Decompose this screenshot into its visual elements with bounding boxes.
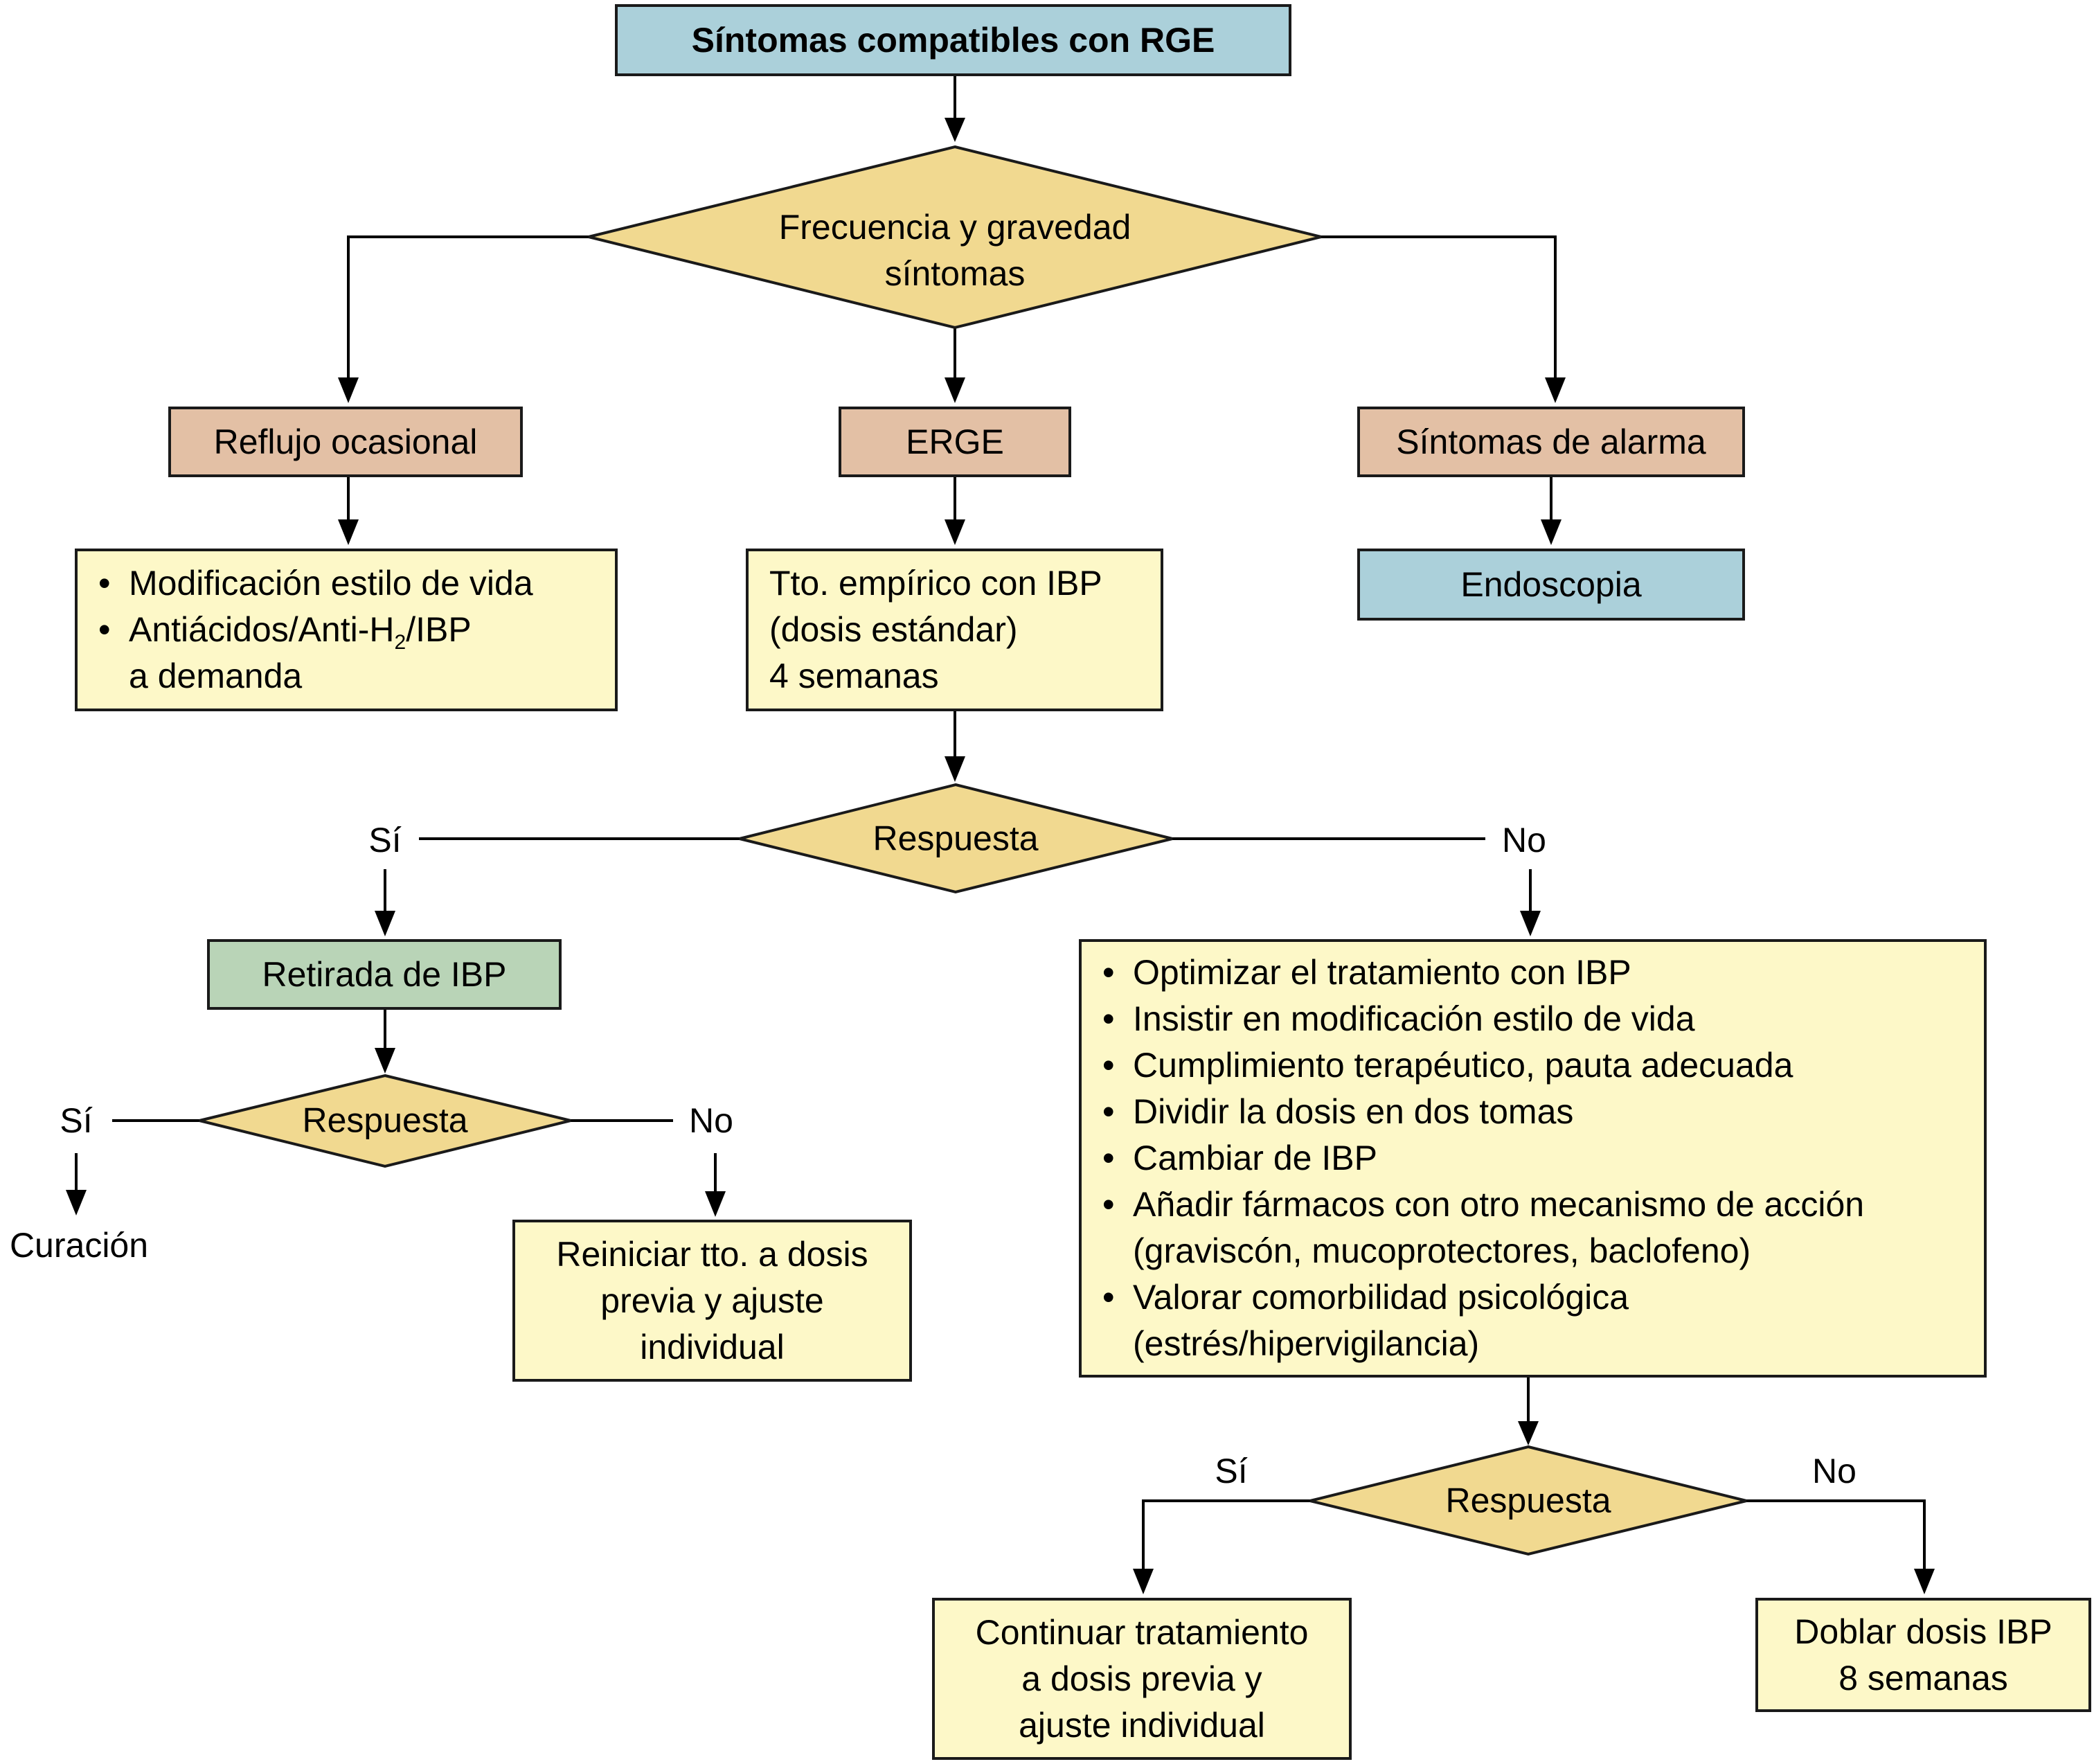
- box-erge: ERGE: [839, 407, 1071, 477]
- box-restart-treatment: Reiniciar tto. a dosis previa y ajuste i…: [512, 1220, 912, 1382]
- treatment-line: Tto. empírico con IBP: [769, 564, 1102, 603]
- box-double-dose: Doblar dosis IBP 8 semanas: [1755, 1598, 2091, 1712]
- line-response3-yes: [1142, 1499, 1310, 1589]
- list-item: Optimizar el tratamiento con IBP: [1102, 950, 1864, 996]
- withdraw-ppi-label: Retirada de IBP: [262, 954, 507, 994]
- occasional-reflux-label: Reflujo ocasional: [213, 422, 478, 461]
- occasional-measures-list: Modificación estilo de vida Antiácidos/A…: [98, 560, 533, 700]
- restart-line: Reiniciar tto. a dosis: [556, 1234, 868, 1274]
- start-box-label: Síntomas compatibles con RGE: [691, 20, 1215, 60]
- response3-yes-label: Sí: [1215, 1452, 1248, 1490]
- response1-text: Respuesta: [872, 819, 1039, 858]
- response1-no-label: No: [1502, 821, 1546, 859]
- response1-yes-label: Sí: [368, 821, 402, 859]
- box-occasional-reflux: Reflujo ocasional: [168, 407, 523, 477]
- list-item: Modificación estilo de vida: [98, 560, 533, 607]
- decision-response-3: [1309, 1445, 1747, 1556]
- double-dose-line: Doblar dosis IBP: [1794, 1612, 2052, 1651]
- response3-no-label: No: [1812, 1452, 1856, 1490]
- double-dose-line: 8 semanas: [1838, 1658, 2008, 1698]
- list-item: Cambiar de IBP: [1102, 1135, 1864, 1182]
- box-alarm-symptoms: Síntomas de alarma: [1357, 407, 1745, 477]
- endoscopy-label: Endoscopia: [1460, 564, 1642, 604]
- continue-line: a dosis previa y: [1021, 1659, 1262, 1698]
- erge-label: ERGE: [906, 422, 1004, 461]
- decision-frequency-text: Frecuencia y gravedad síntomas: [779, 204, 1131, 297]
- restart-line: previa y ajuste: [600, 1281, 824, 1320]
- treatment-line: 4 semanas: [769, 657, 939, 695]
- arrow-to-alarm: [1321, 235, 1557, 398]
- continue-line: Continuar tratamiento: [975, 1612, 1309, 1652]
- list-item: Cumplimiento terapéutico, pauta adecuada: [1102, 1042, 1864, 1089]
- continue-line: ajuste individual: [1019, 1705, 1265, 1745]
- arrow-to-occasional: [347, 235, 589, 398]
- decision-frequency-line2: síntomas: [884, 254, 1026, 293]
- cure-label: Curación: [9, 1226, 149, 1265]
- alarm-symptoms-label: Síntomas de alarma: [1396, 422, 1706, 461]
- decision-response-2: [199, 1073, 571, 1168]
- decision-frequency-line1: Frecuencia y gravedad: [778, 208, 1131, 247]
- list-item: Insistir en modificación estilo de vida: [1102, 996, 1864, 1042]
- box-endoscopy: Endoscopia: [1357, 549, 1745, 621]
- box-empirical-treatment: Tto. empírico con IBP (dosis estándar) 4…: [746, 549, 1163, 711]
- list-item: Valorar comorbilidad psicológica(estrés/…: [1102, 1274, 1864, 1367]
- treatment-line: (dosis estándar): [769, 610, 1018, 649]
- optimize-measures-list: Optimizar el tratamiento con IBP Insisti…: [1102, 950, 1864, 1367]
- restart-line: individual: [640, 1327, 785, 1366]
- box-occasional-measures: Modificación estilo de vida Antiácidos/A…: [75, 549, 618, 711]
- response2-no-label: No: [689, 1101, 733, 1140]
- response3-text: Respuesta: [1445, 1481, 1611, 1520]
- decision-frequency-severity: [588, 145, 1322, 330]
- response2-yes-label: Sí: [60, 1101, 93, 1140]
- response2-text: Respuesta: [302, 1101, 468, 1140]
- decision-response-1: [739, 783, 1173, 894]
- list-item: Dividir la dosis en dos tomas: [1102, 1089, 1864, 1135]
- list-item: Añadir fármacos con otro mecanismo de ac…: [1102, 1182, 1864, 1274]
- box-optimize-measures: Optimizar el tratamiento con IBP Insisti…: [1079, 939, 1987, 1378]
- start-box-rge-symptoms: Síntomas compatibles con RGE: [615, 4, 1291, 76]
- box-withdraw-ppi: Retirada de IBP: [207, 939, 562, 1010]
- box-continue-treatment: Continuar tratamiento a dosis previa y a…: [932, 1598, 1352, 1760]
- line-response3-no: [1746, 1499, 1926, 1589]
